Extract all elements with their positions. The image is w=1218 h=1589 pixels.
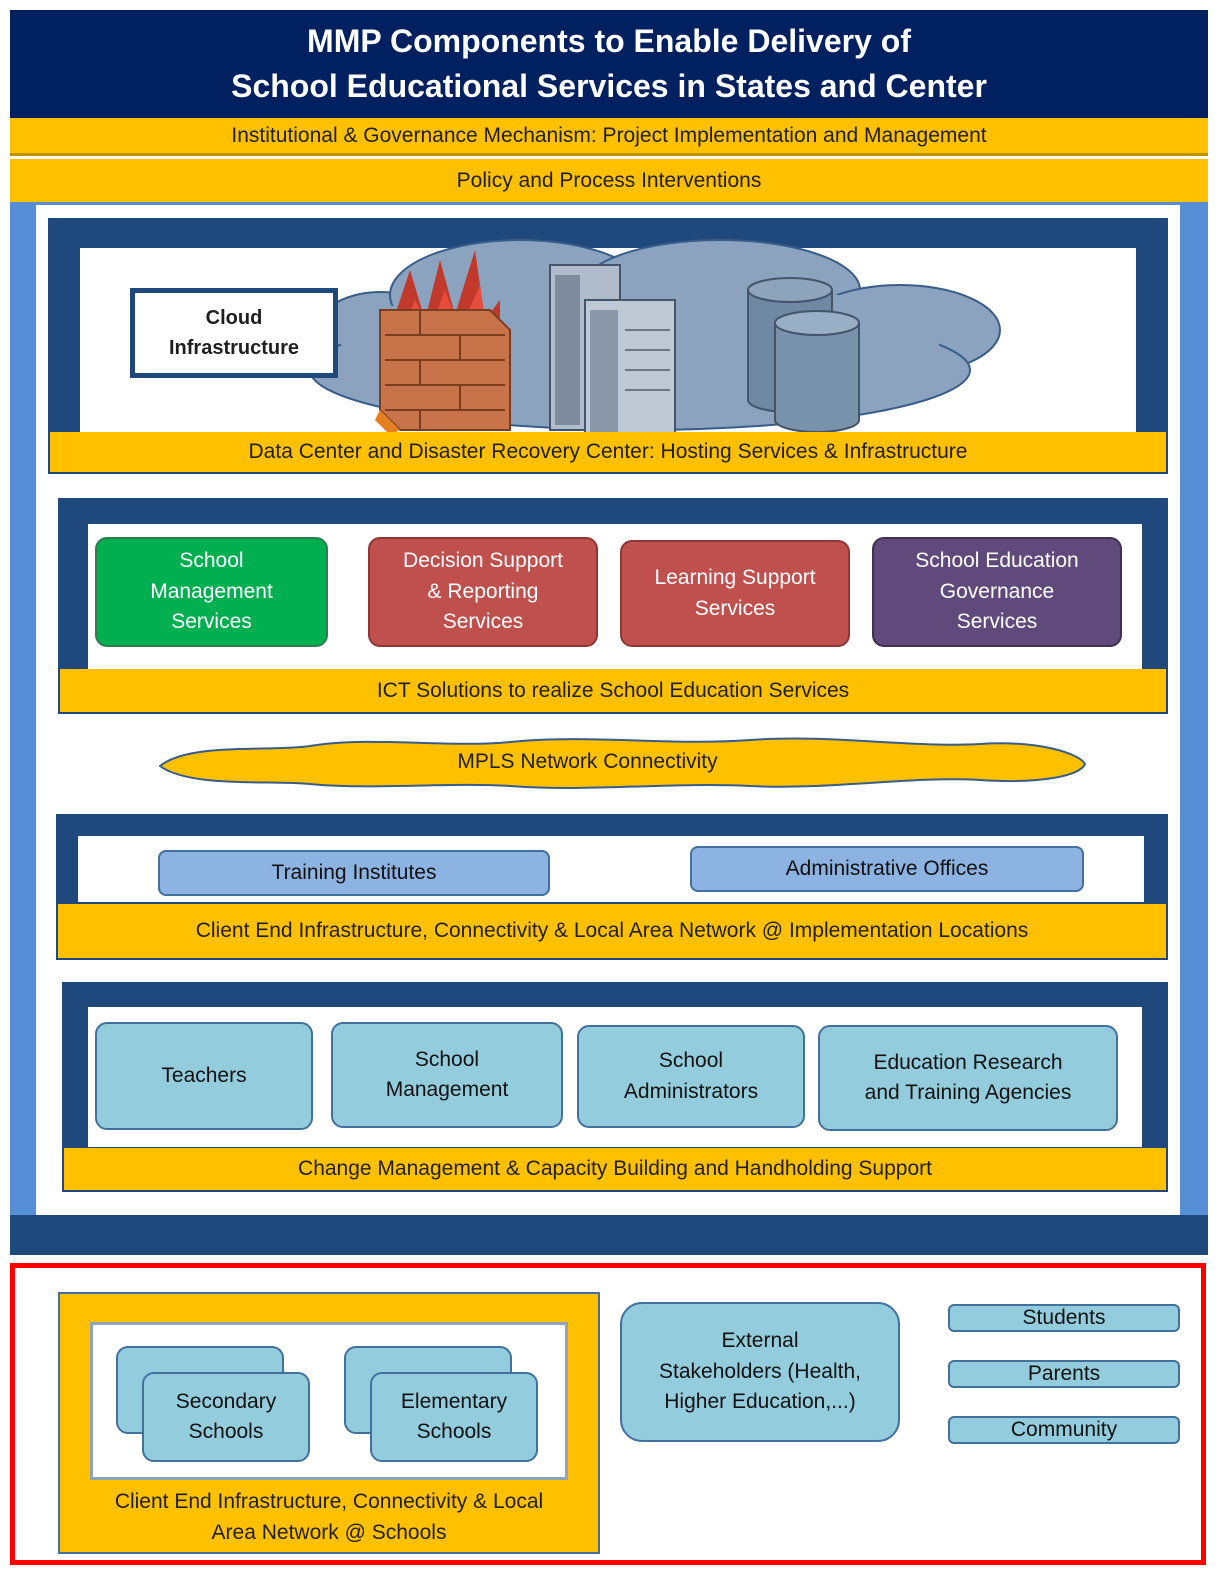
title-banner: MMP Components to Enable Delivery of Sch…: [10, 10, 1208, 118]
schools-bar: Client End Infrastructure, Connectivity …: [114, 1489, 544, 1545]
main-frame-footer: [10, 1215, 1208, 1255]
elementary-schools: Elementary Schools: [370, 1372, 538, 1462]
mpls-label: MPLS Network Connectivity: [457, 750, 718, 773]
secondary-schools: Secondary Schools: [142, 1372, 310, 1462]
change-management-bar: Change Management & Capacity Building an…: [64, 1148, 1166, 1190]
ict-bar: ICT Solutions to realize School Educatio…: [60, 669, 1166, 712]
school-management: School Management: [331, 1022, 563, 1128]
administrative-offices: Administrative Offices: [690, 846, 1084, 892]
client-end-bar: Client End Infrastructure, Connectivity …: [58, 904, 1166, 958]
database-icon: [747, 277, 860, 433]
teachers: Teachers: [95, 1022, 313, 1130]
decision-support-services: Decision Support & Reporting Services: [368, 537, 598, 647]
governance-bar: Institutional & Governance Mechanism: Pr…: [10, 118, 1208, 156]
datacenter-bar: Data Center and Disaster Recovery Center…: [50, 432, 1166, 472]
students: Students: [948, 1304, 1180, 1332]
school-management-services: School Management Services: [95, 537, 328, 647]
mpls-cloud: [158, 737, 1087, 789]
school-administrators: School Administrators: [577, 1025, 805, 1128]
governance-services: School Education Governance Services: [872, 537, 1122, 647]
firewall-icon: [375, 250, 511, 435]
parents: Parents: [948, 1360, 1180, 1388]
title-line-2: School Educational Services in States an…: [231, 68, 987, 104]
policy-bar: Policy and Process Interventions: [10, 159, 1208, 202]
learning-support-services: Learning Support Services: [620, 540, 850, 647]
education-research-agencies: Education Research and Training Agencies: [818, 1025, 1118, 1131]
training-institutes: Training Institutes: [158, 850, 550, 896]
title-line-1: MMP Components to Enable Delivery of: [307, 23, 911, 60]
external-stakeholders: External Stakeholders (Health, Higher Ed…: [620, 1302, 900, 1442]
datacenter-graphic: [309, 239, 1001, 460]
cloud-infrastructure-label: Cloud Infrastructure: [130, 288, 338, 378]
community: Community: [948, 1416, 1180, 1444]
